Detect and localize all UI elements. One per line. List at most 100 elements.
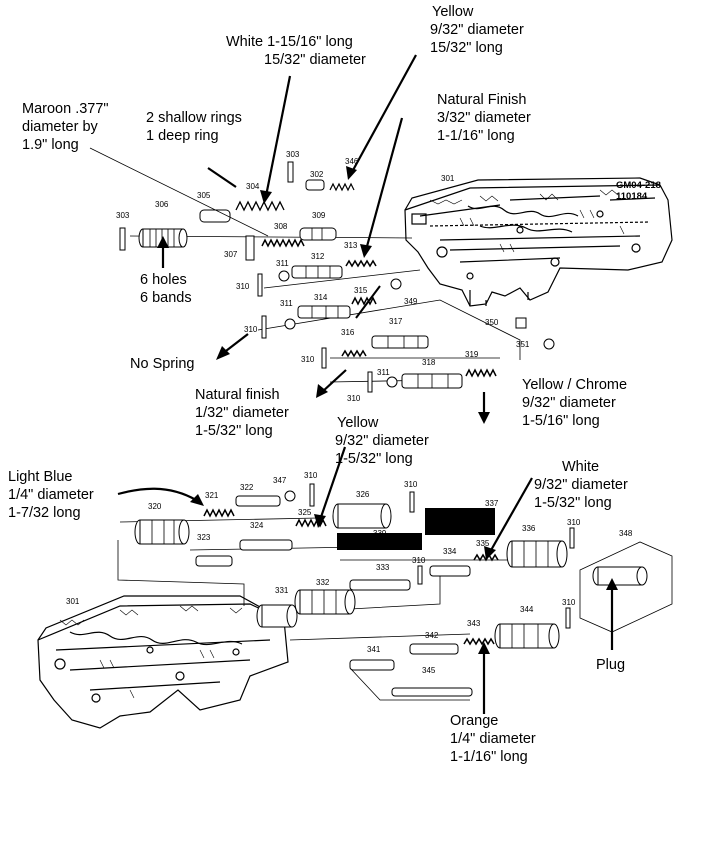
pin-310g (409, 491, 415, 513)
spring-346 (329, 182, 355, 192)
callout-plug: Plug (596, 657, 626, 673)
plug-348 (579, 541, 673, 633)
part-number: 325 (298, 508, 312, 517)
part-307 (245, 235, 255, 261)
part-number: 303 (116, 211, 130, 220)
valve-314 (297, 305, 351, 319)
part-number: 343 (467, 619, 481, 628)
part-number: 331 (275, 586, 289, 595)
part-number: 310 (347, 394, 361, 403)
part-number: 348 (619, 529, 633, 538)
callout-white-mid: White 9/32" diameter 1-5/32" long (534, 459, 628, 511)
valve-312 (291, 265, 343, 279)
part-number: 310 (412, 556, 426, 565)
part-number: 344 (520, 605, 534, 614)
doc-code: GM04-218 110184 (616, 180, 661, 202)
part-number: 351 (516, 340, 530, 349)
part-number: 310 (404, 480, 418, 489)
spring-343 (463, 637, 495, 646)
valve-334 (429, 565, 471, 577)
part-number: 313 (344, 241, 358, 250)
pin-310b (261, 315, 267, 339)
part-number: 350 (485, 318, 499, 327)
part-number: 336 (522, 524, 536, 533)
part-302 (305, 179, 325, 191)
part-number: 332 (316, 578, 330, 587)
valve-318 (401, 373, 463, 389)
part-number: 301 (66, 597, 80, 606)
valve-323 (195, 555, 233, 567)
valve-341 (349, 659, 395, 671)
part-number: 311 (280, 299, 293, 308)
callout-orange: Orange 1/4" diameter 1-1/16" long (450, 713, 536, 765)
valve-body-upper-texture (429, 189, 625, 253)
callout-yellow-chrome: Yellow / Chrome 9/32" diameter 1-5/16" l… (522, 377, 628, 429)
part-number: 308 (274, 222, 288, 231)
valve-342 (409, 643, 459, 655)
part-number: 311 (276, 259, 289, 268)
callout-natural-finish-mid: Natural finish 1/32" diameter 1-5/32" lo… (195, 387, 289, 439)
part-351 (543, 338, 555, 350)
ball-349 (390, 278, 402, 290)
valve-body-lower (37, 595, 289, 729)
valve-326 (332, 503, 392, 529)
part-number: 310 (562, 598, 576, 607)
valve-322 (235, 495, 281, 507)
valve-331 (256, 604, 298, 628)
part-number: 323 (197, 533, 211, 542)
part-number: 310 (244, 325, 258, 334)
callout-natural-finish-top: Natural Finish 3/32" diameter 1-1/16" lo… (437, 92, 531, 144)
plug-305 (199, 209, 231, 223)
part-number: 341 (367, 645, 381, 654)
part-number: 314 (314, 293, 328, 302)
callout-holes-bands: 6 holes 6 bands (140, 272, 192, 306)
spring-316 (341, 349, 367, 358)
part-number: 335 (476, 539, 490, 548)
part-number: 339 (373, 529, 387, 538)
valve-309 (299, 227, 337, 241)
part-number: 310 (301, 355, 315, 364)
part-number: 326 (356, 490, 370, 499)
part-number: 307 (224, 250, 238, 259)
leader-lines (89, 147, 269, 237)
callout-white-spring-top: White 1-15/16" long 15/32" diameter (226, 34, 366, 68)
retainer-311b (284, 318, 296, 330)
callout-maroon: Maroon .377" diameter by 1.9" long (22, 101, 109, 153)
part-number: 349 (404, 297, 418, 306)
valve-344 (494, 623, 560, 649)
pin-345 (391, 687, 473, 697)
part-number: 310 (236, 282, 250, 291)
part-347 (284, 490, 296, 502)
pin-310j (565, 607, 571, 629)
part-number: 302 (310, 170, 324, 179)
part-number: 342 (425, 631, 439, 640)
part-number: 320 (148, 502, 162, 511)
valve-317 (371, 335, 429, 349)
part-number: 306 (155, 200, 169, 209)
part-350 (515, 317, 527, 329)
part-number: 324 (250, 521, 264, 530)
spring-308 (261, 238, 305, 248)
pin-310c (321, 347, 327, 369)
spring-304 (235, 200, 285, 212)
part-number: 309 (312, 211, 326, 220)
valve-324 (239, 539, 293, 551)
part-number: 333 (376, 563, 390, 572)
part-number: 347 (273, 476, 287, 485)
part-number: 318 (422, 358, 436, 367)
callout-light-blue: Light Blue 1/4" diameter 1-7/32 long (8, 469, 94, 521)
part-number: 317 (389, 317, 403, 326)
spring-325 (295, 518, 327, 528)
callout-yellow-top: Yellow 9/32" diameter 15/32" long (430, 4, 524, 56)
part-number: 312 (311, 252, 325, 261)
pin-310d (367, 371, 373, 393)
part-number: 346 (345, 157, 359, 166)
part-number: 337 (485, 499, 499, 508)
pin-310f (309, 483, 315, 507)
pin-310h (569, 527, 575, 549)
part-number: 310 (304, 471, 318, 480)
retainer-311c (386, 376, 398, 388)
callout-arrowheads (157, 166, 618, 654)
part-number: 334 (443, 547, 457, 556)
